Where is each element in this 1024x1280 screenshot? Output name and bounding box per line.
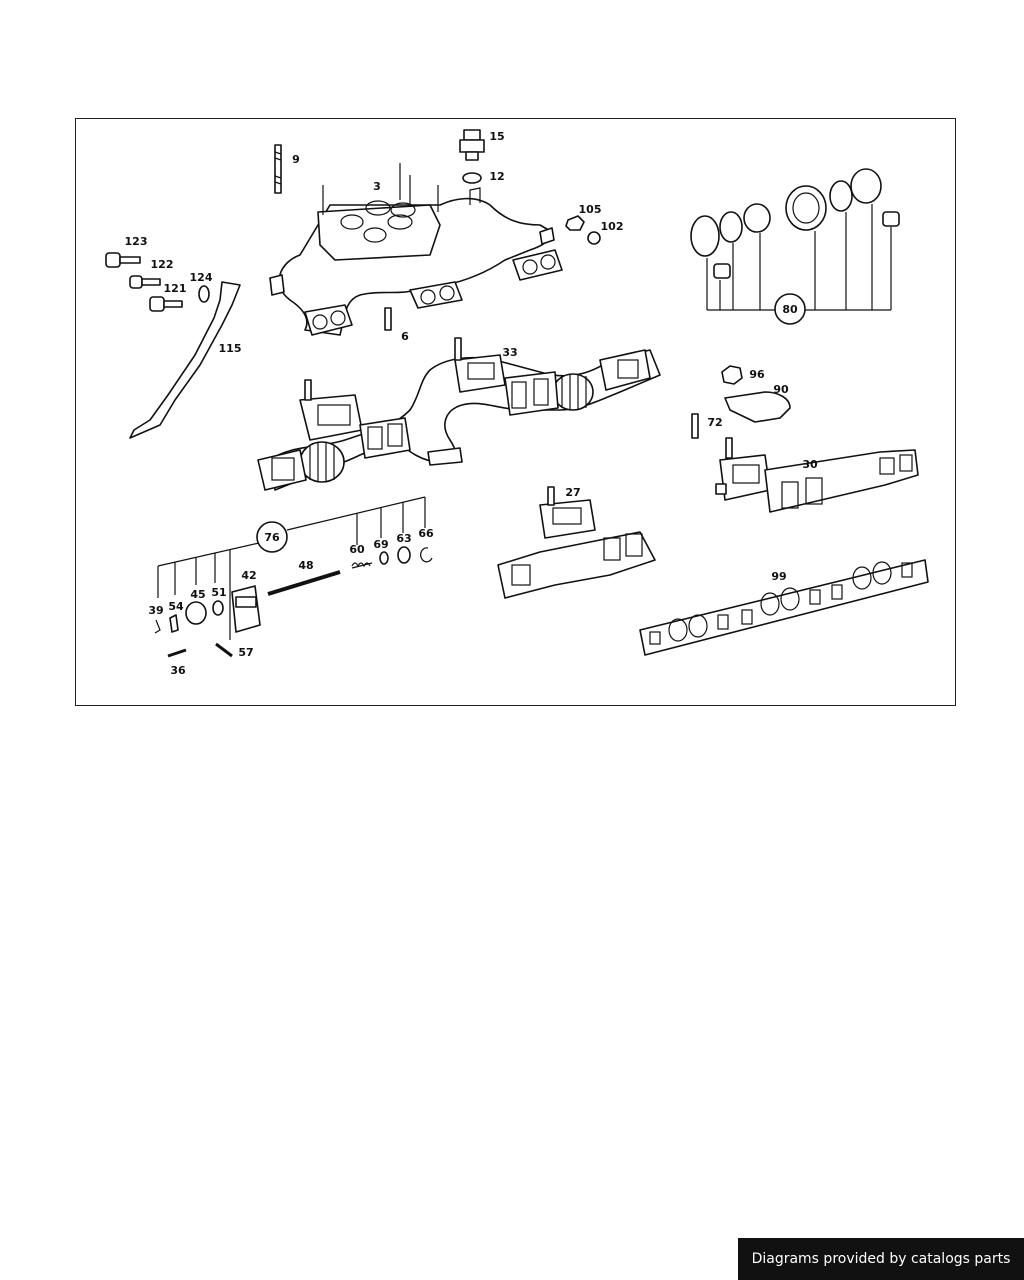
callout-39: 39 — [148, 604, 163, 617]
bolt-121 — [149, 296, 183, 312]
callout-9: 9 — [292, 153, 300, 166]
intake-manifold-upper — [269, 163, 563, 336]
callout-80: 80 — [782, 303, 798, 316]
callout-123: 123 — [125, 235, 148, 248]
callout-60: 60 — [349, 543, 365, 556]
callout-51: 51 — [211, 586, 226, 599]
callout-12: 12 — [489, 170, 504, 183]
callout-102: 102 — [601, 220, 624, 233]
callout-124: 124 — [190, 271, 213, 284]
bracket-115 — [129, 281, 241, 439]
callout-115: 115 — [219, 342, 242, 355]
callout-54: 54 — [168, 600, 184, 613]
callout-76: 76 — [264, 531, 280, 544]
callout-69: 69 — [373, 538, 388, 551]
nut-96 — [721, 365, 743, 385]
washer-102 — [587, 231, 601, 245]
callout-72: 72 — [707, 416, 722, 429]
callout-66: 66 — [418, 527, 434, 540]
callout-3: 3 — [373, 180, 381, 193]
callout-36: 36 — [170, 664, 186, 677]
callout-27: 27 — [565, 486, 580, 499]
fitting-15 — [459, 129, 485, 161]
callout-6: 6 — [401, 330, 409, 343]
exhaust-manifold-30 — [715, 437, 919, 513]
gasket-90 — [724, 391, 791, 423]
footer-credit-text: Diagrams provided by catalogs parts — [751, 1251, 1011, 1267]
bolt-123 — [105, 252, 141, 268]
callout-99: 99 — [771, 570, 786, 583]
exhaust-manifold-27 — [497, 486, 656, 599]
stud-9 — [274, 144, 282, 194]
stud-6 — [384, 307, 392, 331]
callout-96: 96 — [749, 368, 765, 381]
washer-124 — [198, 285, 210, 303]
exhaust-manifold-33 — [257, 337, 661, 491]
callout-105: 105 — [579, 203, 602, 216]
footer-credit-bar: Diagrams provided by catalogs parts — [738, 1238, 1024, 1280]
callout-63: 63 — [396, 532, 411, 545]
callout-48: 48 — [298, 559, 313, 572]
callout-122: 122 — [151, 258, 174, 271]
callout-30: 30 — [802, 458, 818, 471]
callout-33: 33 — [502, 346, 517, 359]
hose-clamp-set-80 — [690, 168, 900, 325]
callout-labels: 3 6 9 12 15 27 30 33 36 39 42 45 48 51 5… — [125, 130, 818, 677]
callout-15: 15 — [489, 130, 504, 143]
callout-121: 121 — [164, 282, 187, 295]
valve-assembly-76 — [154, 496, 433, 658]
callout-42: 42 — [241, 569, 256, 582]
nut-105 — [565, 215, 585, 231]
gasket-99 — [639, 559, 929, 656]
washer-12 — [462, 172, 482, 184]
callout-45: 45 — [190, 588, 205, 601]
bolt-122 — [129, 275, 161, 289]
callout-57: 57 — [238, 646, 253, 659]
callout-90: 90 — [773, 383, 789, 396]
stud-72 — [691, 413, 699, 439]
